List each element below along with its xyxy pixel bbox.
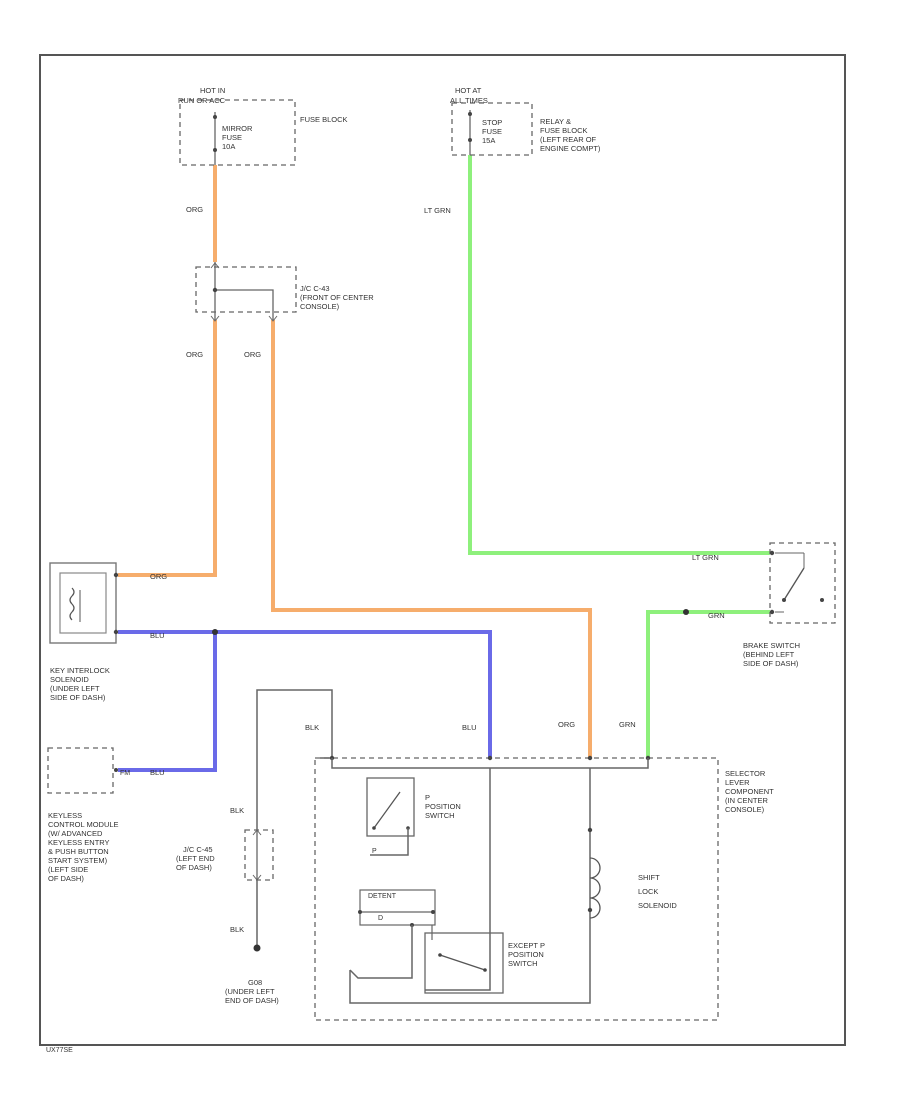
keyless-line5: & PUSH BUTTON <box>48 847 109 856</box>
ground-line2: (UNDER LEFT <box>225 987 275 996</box>
keyless-pin: FM <box>120 770 130 777</box>
keyless-line7: (LEFT SIDE <box>48 865 88 874</box>
stop-fuse-line3: 15A <box>482 136 495 145</box>
relay-fuse-block <box>451 102 533 156</box>
detent-label: DETENT <box>368 893 397 900</box>
wire-label-grn-horiz: GRN <box>708 611 725 620</box>
jc-c43-line3: CONSOLE) <box>300 302 340 311</box>
jc-c45-line1: J/C C-45 <box>183 845 213 854</box>
key-interlock-solenoid <box>49 562 119 644</box>
hot-at-battery-line1: HOT AT <box>455 86 482 95</box>
p-contact-label: P <box>372 848 377 855</box>
keyless-line2: CONTROL MODULE <box>48 820 119 829</box>
blu-wire-key-to-selector <box>118 630 492 758</box>
wire-label-lt-grn-vert: LT GRN <box>424 206 451 215</box>
fuse-block-label: FUSE BLOCK <box>300 115 348 124</box>
blu-wire-splice-to-keyless <box>118 632 217 772</box>
keyless-line8: OF DASH) <box>48 874 84 883</box>
wire-label-blk-selector: BLK <box>305 723 319 732</box>
ground-line1: G08 <box>248 978 262 987</box>
p-switch-line1: P <box>425 793 430 802</box>
brake-switch <box>769 542 836 624</box>
selector-line5: CONSOLE) <box>725 805 765 814</box>
lt-grn-wire <box>468 155 770 555</box>
keyless-control-module <box>47 747 118 794</box>
wire-label-org-top: ORG <box>186 205 203 214</box>
keyless-line1: KEYLESS <box>48 811 82 820</box>
selector-line3: COMPONENT <box>725 787 774 796</box>
except-p-line1: EXCEPT P <box>508 941 545 950</box>
d-contact-label: D <box>378 915 383 922</box>
org-wire-jc-to-selector <box>271 320 592 758</box>
footer-code: UX77SE <box>46 1047 73 1054</box>
wire-label-blk-jc-top: BLK <box>230 806 244 815</box>
wire-label-blu-selector: BLU <box>462 723 477 732</box>
mirror-fuse-line3: 10A <box>222 142 235 151</box>
mirror-fuse-line1: MIRROR <box>222 124 253 133</box>
jc-c43-line2: (FRONT OF CENTER <box>300 293 374 302</box>
brake-switch-line1: BRAKE SWITCH <box>743 641 800 650</box>
hot-at-battery-line2: ALL TIMES <box>450 96 488 105</box>
wire-label-blu-keyless: BLU <box>150 768 165 777</box>
blk-wire-selector-to-jc <box>256 689 333 830</box>
wire-label-org-left: ORG <box>186 350 203 359</box>
shift-lock-line1: SHIFT <box>638 873 660 882</box>
stop-fuse-line2: FUSE <box>482 127 502 136</box>
selector-lever-component <box>314 755 719 1021</box>
selector-line2: LEVER <box>725 778 750 787</box>
ground-terminal <box>253 944 261 952</box>
ground-line3: END OF DASH) <box>225 996 279 1005</box>
brake-switch-line3: SIDE OF DASH) <box>743 659 799 668</box>
jc-c45-line3: OF DASH) <box>176 863 212 872</box>
selector-line1: SELECTOR <box>725 769 766 778</box>
relay-fuse-line4: ENGINE COMPT) <box>540 144 601 153</box>
wire-label-blk-jc-bottom: BLK <box>230 925 244 934</box>
key-interlock-line2: SOLENOID <box>50 675 89 684</box>
key-interlock-line4: SIDE OF DASH) <box>50 693 106 702</box>
mirror-fuse-line2: FUSE <box>222 133 242 142</box>
keyless-line4: KEYLESS ENTRY <box>48 838 110 847</box>
diagram-frame <box>39 54 846 1046</box>
jc-c45-line2: (LEFT END <box>176 854 215 863</box>
wire-label-lt-grn-horiz: LT GRN <box>692 553 719 562</box>
shift-lock-line3: SOLENOID <box>638 901 677 910</box>
relay-fuse-line2: FUSE BLOCK <box>540 126 588 135</box>
orange-wire-group <box>118 165 592 758</box>
grn-wire <box>646 610 770 758</box>
fuse-block-mirror <box>179 99 296 166</box>
splice-point-blu <box>212 629 218 635</box>
selector-line4: (IN CENTER <box>725 796 769 805</box>
junction-connector-c43 <box>195 262 297 322</box>
wire-label-grn-selector: GRN <box>619 720 636 729</box>
hot-in-run-line1: HOT IN <box>200 86 225 95</box>
p-switch-line3: SWITCH <box>425 811 455 820</box>
except-p-line3: SWITCH <box>508 959 538 968</box>
blue-wire-group <box>118 630 492 772</box>
shift-lock-line2: LOCK <box>638 887 658 896</box>
key-interlock-line3: (UNDER LEFT <box>50 684 100 693</box>
keyless-line6: START SYSTEM) <box>48 856 108 865</box>
stop-fuse-line1: STOP <box>482 118 502 127</box>
brake-switch-line2: (BEHIND LEFT <box>743 650 795 659</box>
relay-fuse-line1: RELAY & <box>540 117 571 126</box>
relay-fuse-line3: (LEFT REAR OF <box>540 135 597 144</box>
wire-label-org-key: ORG <box>150 572 167 581</box>
junction-connector-c45 <box>244 829 274 881</box>
org-wire-jc-to-key <box>118 320 217 577</box>
green-wire-group <box>468 155 770 758</box>
jc-c43-line1: J/C C-43 <box>300 284 330 293</box>
key-interlock-line1: KEY INTERLOCK <box>50 666 110 675</box>
except-p-line2: POSITION <box>508 950 544 959</box>
wire-label-org-selector: ORG <box>558 720 575 729</box>
hot-in-run-line2: RUN OR ACC <box>178 96 226 105</box>
p-switch-line2: POSITION <box>425 802 461 811</box>
keyless-line3: (W/ ADVANCED <box>48 829 103 838</box>
wire-label-blu-key: BLU <box>150 631 165 640</box>
splice-point-grn <box>683 609 689 615</box>
wire-label-org-right: ORG <box>244 350 261 359</box>
